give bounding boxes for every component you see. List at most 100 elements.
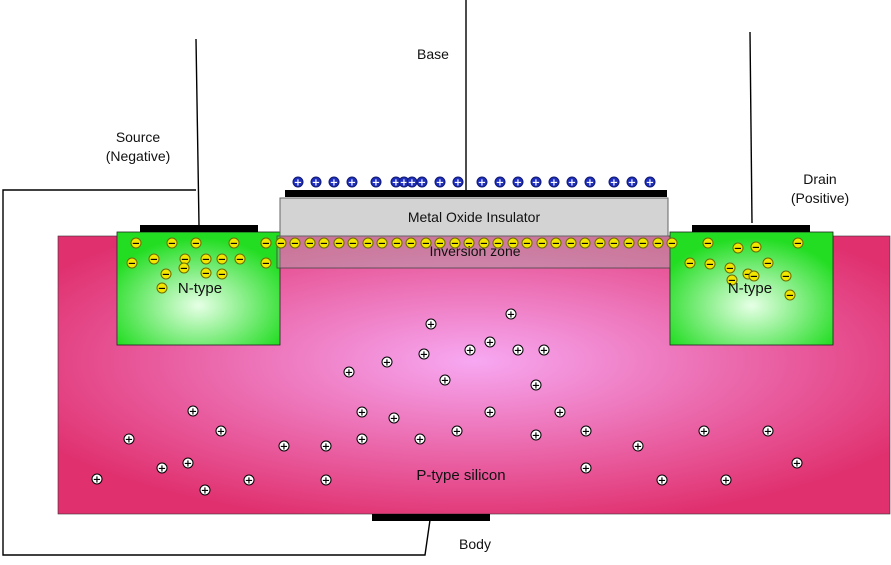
svg-text:+: + xyxy=(312,178,320,189)
svg-text:−: − xyxy=(726,264,734,275)
electron-symbol: − xyxy=(652,237,664,250)
svg-text:+: + xyxy=(634,442,642,453)
svg-text:−: − xyxy=(277,239,285,250)
hole-symbol: + xyxy=(484,406,496,419)
svg-text:+: + xyxy=(93,475,101,486)
svg-text:−: − xyxy=(168,239,176,250)
svg-text:+: + xyxy=(158,464,166,475)
electron-symbol: − xyxy=(304,237,316,250)
electron-symbol: − xyxy=(216,253,228,266)
electron-symbol: − xyxy=(362,237,374,250)
svg-text:−: − xyxy=(538,239,546,250)
svg-text:+: + xyxy=(330,178,338,189)
svg-text:−: − xyxy=(180,264,188,275)
electron-symbol: − xyxy=(536,237,548,250)
hole-symbol: + xyxy=(530,429,542,442)
electron-symbol: − xyxy=(762,257,774,270)
svg-text:+: + xyxy=(184,459,192,470)
svg-text:+: + xyxy=(390,414,398,425)
svg-text:−: − xyxy=(150,255,158,266)
hole-symbol: + xyxy=(215,425,227,438)
electron-symbol: − xyxy=(478,237,490,250)
electron-symbol: − xyxy=(732,242,744,255)
electron-symbol: − xyxy=(234,253,246,266)
hole-symbol: + xyxy=(451,425,463,438)
svg-text:+: + xyxy=(507,310,515,321)
svg-text:−: − xyxy=(378,239,386,250)
gate-positive-charge: + xyxy=(370,176,382,189)
svg-text:−: − xyxy=(262,259,270,270)
svg-text:+: + xyxy=(358,435,366,446)
svg-text:+: + xyxy=(427,320,435,331)
svg-text:+: + xyxy=(466,346,474,357)
svg-text:−: − xyxy=(236,255,244,266)
hole-symbol: + xyxy=(538,344,550,357)
electron-symbol: − xyxy=(200,267,212,280)
source-label: Source (Negative) xyxy=(105,129,171,164)
svg-text:+: + xyxy=(400,178,408,189)
svg-text:−: − xyxy=(128,259,136,270)
svg-text:+: + xyxy=(496,178,504,189)
electron-symbol: − xyxy=(376,237,388,250)
hole-symbol: + xyxy=(418,348,430,361)
svg-text:+: + xyxy=(700,427,708,438)
hole-symbol: + xyxy=(199,484,211,497)
gate-positive-charge: + xyxy=(328,176,340,189)
hole-symbol: + xyxy=(554,406,566,419)
svg-text:−: − xyxy=(752,243,760,254)
electron-symbol: − xyxy=(492,237,504,250)
electron-symbol: − xyxy=(347,237,359,250)
svg-text:−: − xyxy=(162,270,170,281)
electron-symbol: − xyxy=(449,237,461,250)
svg-text:−: − xyxy=(567,239,575,250)
p-type-silicon-label: P-type silicon xyxy=(416,467,506,484)
hole-symbol: + xyxy=(580,425,592,438)
electron-symbol: − xyxy=(148,253,160,266)
gate-positive-charge: + xyxy=(346,176,358,189)
body-contact xyxy=(372,514,490,521)
svg-text:−: − xyxy=(596,239,604,250)
svg-text:−: − xyxy=(750,272,758,283)
svg-text:+: + xyxy=(486,338,494,349)
svg-text:−: − xyxy=(610,239,618,250)
electron-symbol: − xyxy=(156,282,168,295)
hole-symbol: + xyxy=(580,462,592,475)
svg-text:−: − xyxy=(306,239,314,250)
gate-positive-charge: + xyxy=(512,176,524,189)
hole-symbol: + xyxy=(530,379,542,392)
electron-symbol: − xyxy=(126,257,138,270)
svg-text:−: − xyxy=(192,239,200,250)
svg-text:−: − xyxy=(734,244,742,255)
svg-text:+: + xyxy=(392,178,400,189)
insulator-label: Metal Oxide Insulator xyxy=(407,209,541,225)
svg-text:−: − xyxy=(407,239,415,250)
electron-symbol: − xyxy=(780,270,792,283)
electron-symbol: − xyxy=(178,262,190,275)
svg-text:+: + xyxy=(453,427,461,438)
gate-plate xyxy=(285,190,667,197)
svg-text:−: − xyxy=(202,255,210,266)
hole-symbol: + xyxy=(278,440,290,453)
svg-text:−: − xyxy=(509,239,517,250)
electron-symbol: − xyxy=(550,237,562,250)
hole-symbol: + xyxy=(320,440,332,453)
source-contact xyxy=(140,225,258,232)
electron-symbol: − xyxy=(623,237,635,250)
gate-positive-charge: + xyxy=(548,176,560,189)
svg-text:+: + xyxy=(383,358,391,369)
hole-symbol: + xyxy=(505,308,517,321)
electron-symbol: − xyxy=(260,237,272,250)
svg-text:+: + xyxy=(532,431,540,442)
svg-text:+: + xyxy=(556,408,564,419)
svg-text:−: − xyxy=(436,239,444,250)
svg-text:+: + xyxy=(441,376,449,387)
svg-text:+: + xyxy=(418,178,426,189)
electron-symbol: − xyxy=(684,257,696,270)
svg-text:+: + xyxy=(454,178,462,189)
svg-text:−: − xyxy=(218,255,226,266)
gate-positive-charge: + xyxy=(406,176,418,189)
hole-symbol: + xyxy=(381,356,393,369)
svg-text:−: − xyxy=(581,239,589,250)
electron-symbol: − xyxy=(666,237,678,250)
n-type-label-right: N-type xyxy=(727,280,773,297)
